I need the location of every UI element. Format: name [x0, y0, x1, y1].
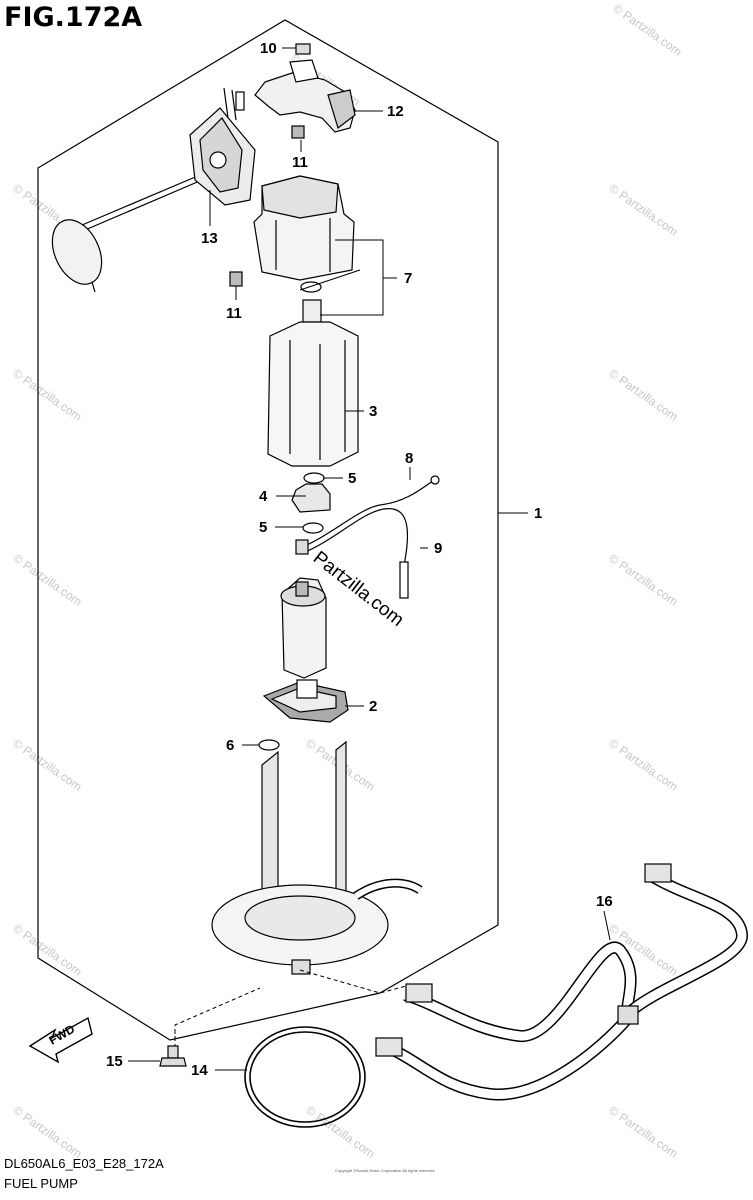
- callout-14: 14: [191, 1062, 208, 1079]
- watermark: © Partzilla.com: [10, 921, 84, 979]
- callout-4: 4: [259, 488, 268, 505]
- callout-5a: 5: [348, 470, 356, 487]
- fuel-level-sender: [189, 87, 256, 206]
- pump-filter-case: [267, 299, 359, 467]
- callout-1: 1: [534, 505, 542, 522]
- pump-wiring: [295, 475, 440, 599]
- callout-leaders: [128, 47, 611, 1071]
- callout-8: 8: [405, 450, 413, 467]
- callout-9: 9: [434, 540, 442, 557]
- pump-motor: [280, 577, 327, 679]
- diagram-caption: FUEL PUMP: [4, 1176, 78, 1191]
- watermark: © Partzilla.com: [606, 181, 680, 239]
- watermark: © Partzilla.com: [10, 736, 84, 794]
- fuel-hose-assembly: [375, 863, 748, 1101]
- pump-strainer: [262, 679, 349, 723]
- watermark: © Partzilla.com: [10, 1103, 84, 1161]
- watermark: © Partzilla.com: [10, 366, 84, 424]
- diagram-code: DL650AL6_E03_E28_172A: [4, 1156, 164, 1171]
- fwd-arrow-icon: FWD: [28, 1016, 93, 1064]
- o-ring: [258, 739, 280, 751]
- callout-2: 2: [369, 698, 377, 715]
- pressure-regulator: [291, 472, 331, 534]
- bolt: [159, 1045, 187, 1067]
- callout-7: 7: [404, 270, 412, 287]
- copyright-notice: Copyright ©Suzuki Motor Corporation All …: [335, 1168, 435, 1173]
- leader-lines: [174, 969, 411, 1047]
- figure-title: FIG.172A: [4, 2, 143, 33]
- callout-15: 15: [106, 1053, 123, 1070]
- watermark: © Partzilla.com: [606, 736, 680, 794]
- callout-13: 13: [201, 230, 218, 247]
- gasket-ring: [244, 1026, 366, 1128]
- pump-upper-case: [253, 175, 355, 293]
- callout-6: 6: [226, 737, 234, 754]
- callout-16: 16: [596, 893, 613, 910]
- callout-11a: 11: [292, 154, 308, 171]
- callout-numbers: 1 2 3 4 5 5 6 7 8 9 10 11 11 12 13 14 15…: [106, 40, 613, 1079]
- watermark: © Partzilla.com: [606, 551, 680, 609]
- watermark: © Partzilla.com: [610, 1, 684, 59]
- watermark: © Partzilla.com: [606, 366, 680, 424]
- callout-10: 10: [260, 40, 277, 57]
- callout-11b: 11: [226, 305, 242, 322]
- callout-3: 3: [369, 403, 377, 420]
- callout-12: 12: [387, 103, 404, 120]
- watermark: © Partzilla.com: [10, 551, 84, 609]
- callout-5b: 5: [259, 519, 267, 536]
- assembly-outline: [37, 19, 499, 1041]
- bracket: [229, 43, 356, 287]
- watermark: © Partzilla.com: [606, 1103, 680, 1161]
- fuel-level-float: [51, 174, 203, 293]
- pump-base-plate: [211, 740, 423, 975]
